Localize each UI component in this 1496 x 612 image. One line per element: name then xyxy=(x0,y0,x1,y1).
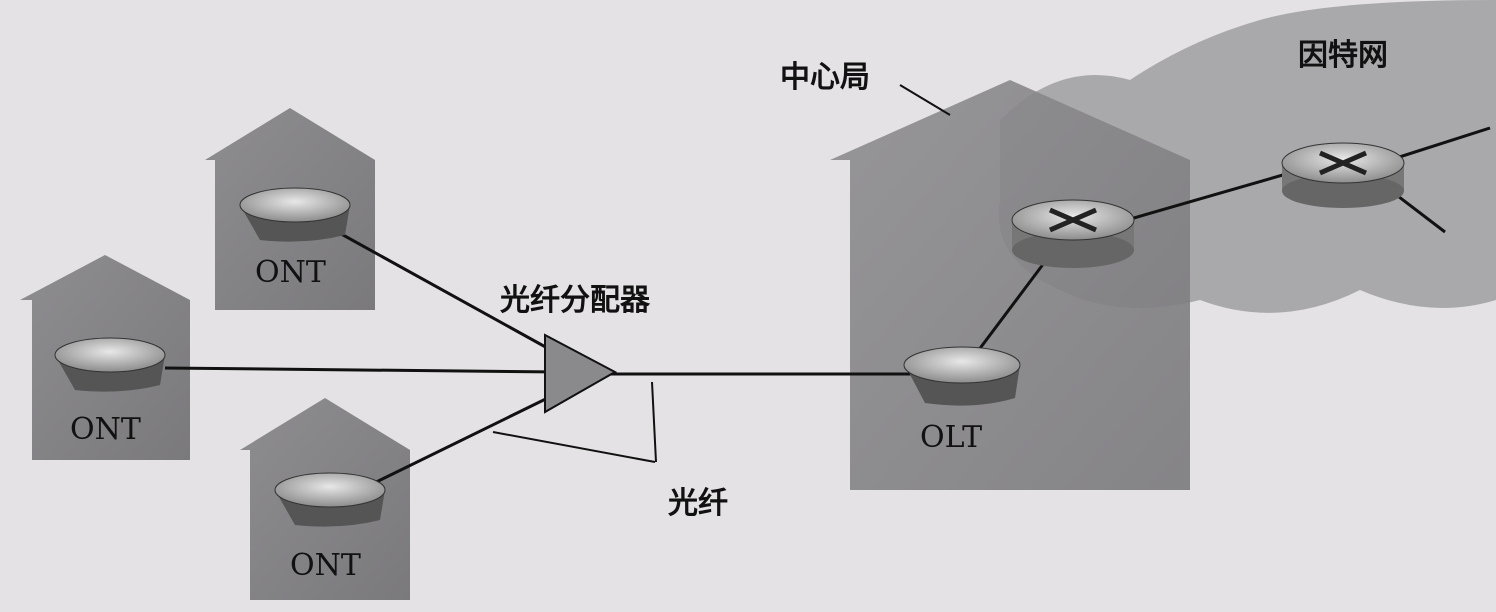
ont-label-3: ONT xyxy=(290,548,361,583)
olt-label: OLT xyxy=(920,420,983,455)
ont-label-1: ONT xyxy=(70,412,141,447)
router-2 xyxy=(1281,142,1405,208)
olt-device xyxy=(903,346,1021,406)
ont-device-3 xyxy=(274,472,386,527)
ont-device-1 xyxy=(54,337,166,392)
central-office-label: 中心局 xyxy=(780,60,870,95)
ont-device-2 xyxy=(239,187,351,242)
internet-label: 因特网 xyxy=(1298,38,1388,73)
optical-splitter xyxy=(544,333,618,414)
ont-label-2: ONT xyxy=(255,255,326,290)
fiber-label: 光纤 xyxy=(668,486,728,521)
router-1 xyxy=(1011,199,1135,268)
central-office-building xyxy=(830,80,1190,490)
splitter-label: 光纤分配器 xyxy=(500,283,650,318)
